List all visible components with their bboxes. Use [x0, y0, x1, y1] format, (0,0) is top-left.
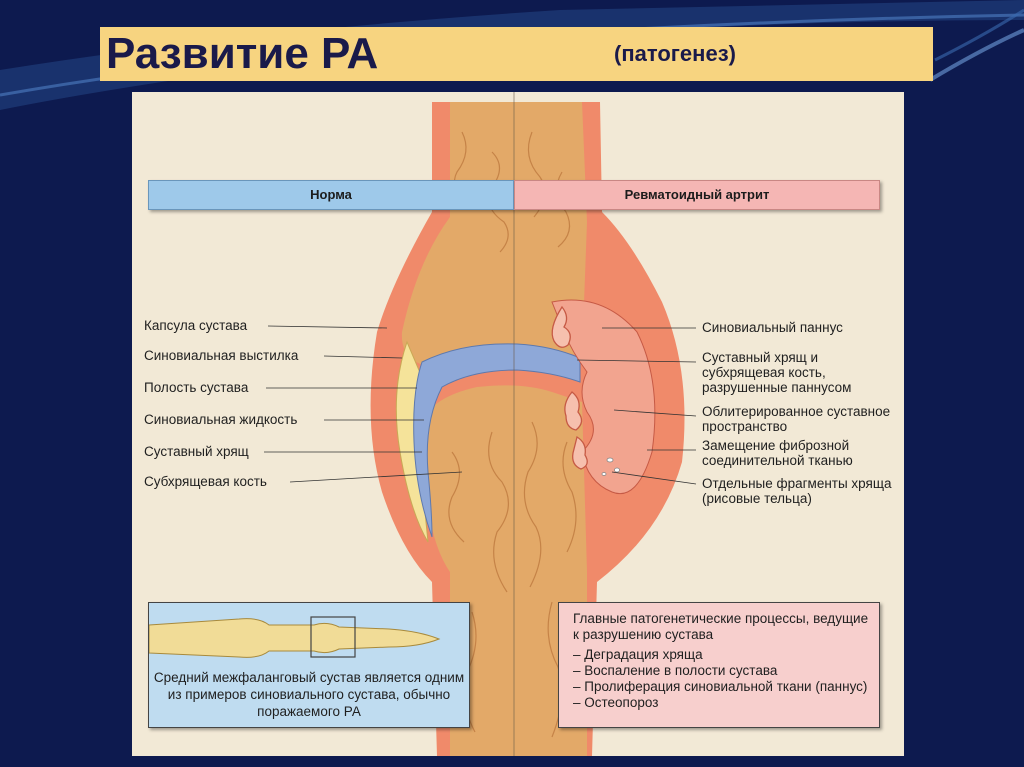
process-item: – Деградация хряща: [573, 647, 703, 662]
label-rice-bodies: Отдельные фрагменты хряща (рисовые тельц…: [702, 476, 892, 506]
title-bar: Развитие РА (патогенез): [100, 27, 933, 81]
articular-cartilage: [413, 343, 581, 538]
label-synovial-fluid: Синовиальная жидкость: [144, 412, 298, 427]
finger-joint-box: Средний межфаланговый сустав является од…: [148, 602, 470, 728]
label-fibrous-replacement: Замещение фиброзной соединительной ткань…: [702, 438, 853, 468]
label-synovial-lining: Синовиальная выстилка: [144, 348, 299, 363]
processes-list: – Деградация хряща – Воспаление в полост…: [573, 647, 867, 711]
upper-bone: [401, 102, 587, 367]
slide-subtitle: (патогенез): [614, 41, 736, 66]
label-destroyed-cartilage: Суставный хрящ и субхрящевая кость, разр…: [702, 350, 852, 395]
label-subchondral-bone: Субхрящевая кость: [144, 474, 267, 489]
pathogenetic-processes-box: Главные патогенетические процессы, ведущ…: [558, 602, 880, 728]
label-joint-cavity: Полость сустава: [144, 380, 249, 395]
processes-title: Главные патогенетические процессы, ведущ…: [573, 611, 869, 642]
label-articular-cartilage: Суставный хрящ: [144, 444, 249, 459]
header-rheumatoid-arthritis: Ревматоидный артрит: [514, 180, 880, 210]
process-item: – Пролиферация синовиальной ткани (панну…: [573, 679, 868, 694]
label-synovial-pannus: Синовиальный паннус: [702, 320, 843, 335]
synovial-pannus: [551, 299, 656, 494]
finger-illustration: [149, 616, 441, 658]
label-obliterated-space: Облитерированное суставное пространство: [702, 404, 891, 434]
header-norm: Норма: [148, 180, 514, 210]
slide-title: Развитие РА: [106, 29, 379, 78]
finger-caption: Средний межфаланговый сустав является од…: [153, 670, 465, 719]
process-item: – Остеопороз: [573, 695, 659, 710]
process-item: – Воспаление в полости сустава: [573, 663, 778, 678]
label-joint-capsule: Капсула сустава: [144, 318, 248, 333]
joint-diagram: Норма Ревматоидный артрит Капсула сустав…: [132, 92, 904, 756]
